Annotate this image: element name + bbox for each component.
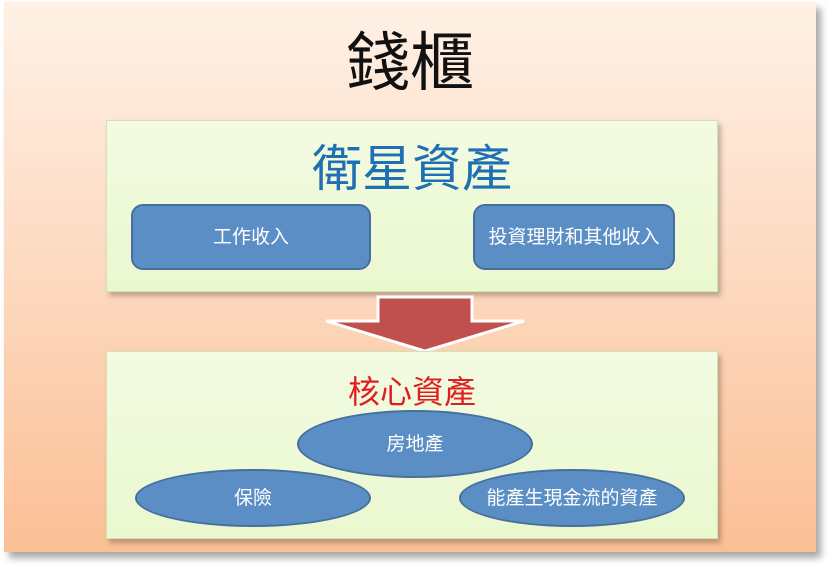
page-title: 錢櫃 <box>346 27 474 101</box>
investment-income-label: 投資理財和其他收入 <box>488 226 660 248</box>
cashflow-assets-label: 能產生現金流的資產 <box>486 487 658 509</box>
satellite-assets-heading: 衛星資產 <box>312 140 512 198</box>
real-estate-ellipse: 房地產 <box>297 410 533 478</box>
down-arrow-shape <box>325 295 525 353</box>
work-income-box: 工作收入 <box>131 204 371 270</box>
down-arrow-icon <box>325 295 525 353</box>
satellite-assets-panel: 衛星資產 工作收入 投資理財和其他收入 <box>106 120 718 292</box>
insurance-label: 保險 <box>233 487 272 509</box>
cashflow-assets-ellipse: 能產生現金流的資產 <box>459 469 685 527</box>
insurance-ellipse: 保險 <box>135 469 371 527</box>
real-estate-label: 房地產 <box>386 433 444 455</box>
work-income-label: 工作收入 <box>212 226 289 248</box>
investment-income-box: 投資理財和其他收入 <box>473 204 675 270</box>
core-assets-panel: 核心資產 房地產 保險 能產生現金流的資產 <box>106 351 718 539</box>
slide: 錢櫃 衛星資產 工作收入 投資理財和其他收入 核心資產 房地產 保險 能產生現金… <box>4 2 816 552</box>
core-assets-heading: 核心資產 <box>347 373 476 411</box>
